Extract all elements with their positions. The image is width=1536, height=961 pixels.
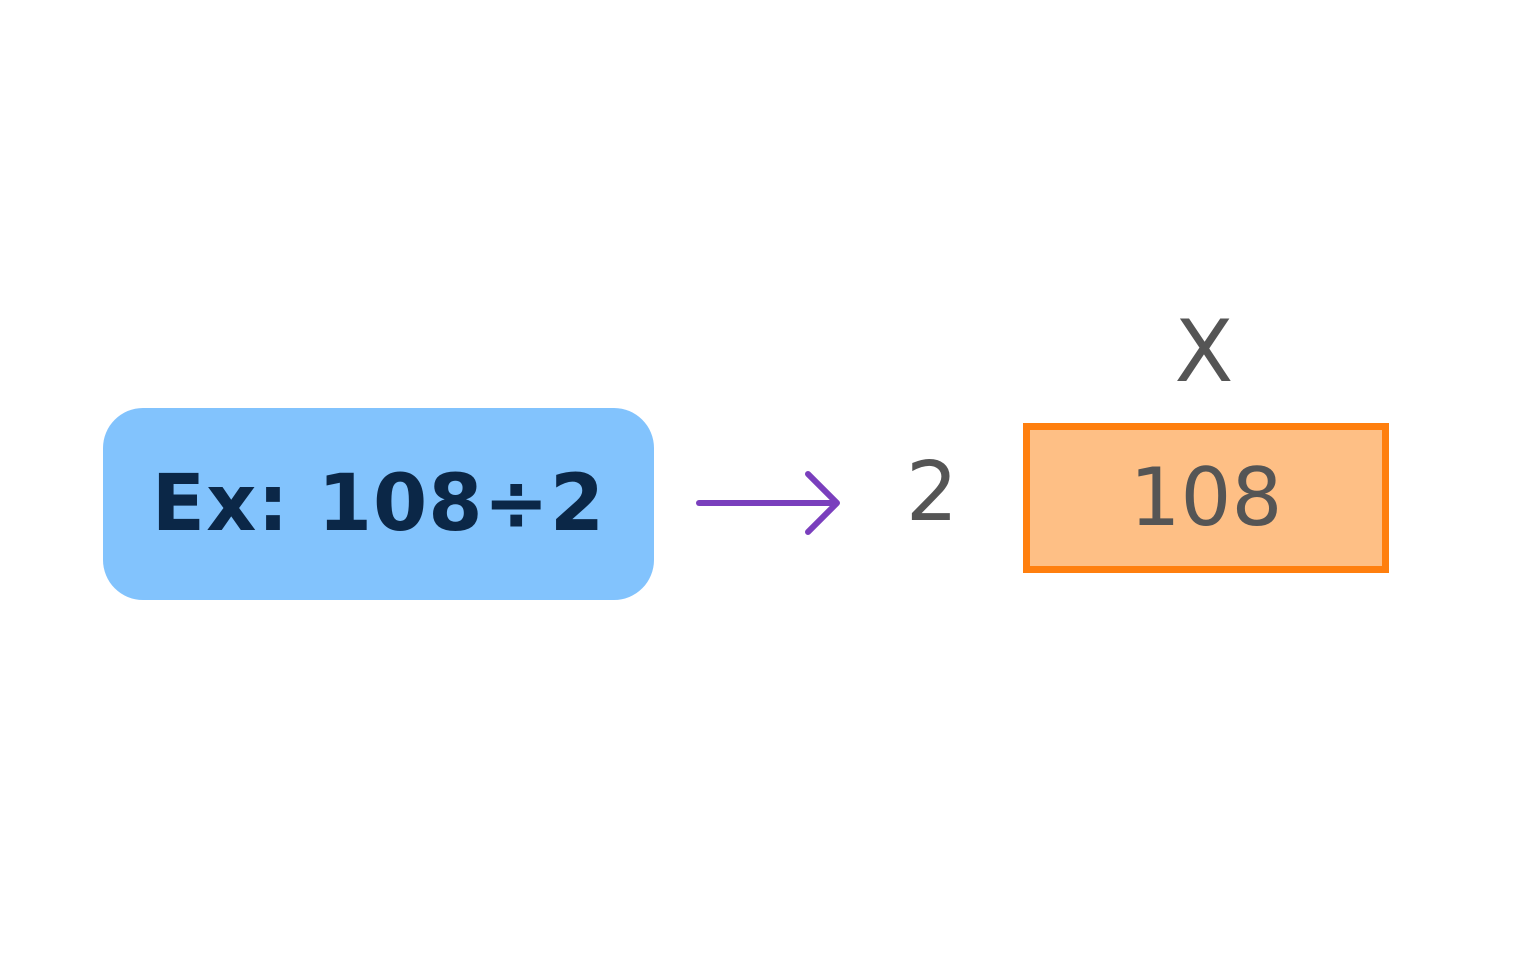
- example-label-box: Ex: 108÷2: [103, 408, 654, 600]
- dividend-number: 108: [1129, 451, 1283, 544]
- quotient-placeholder: X: [1174, 302, 1234, 402]
- dividend-box: 108: [1023, 423, 1389, 573]
- example-expression: Ex: 108÷2: [151, 459, 606, 549]
- arrow-head: [805, 471, 840, 535]
- divisor-number: 2: [905, 445, 959, 540]
- right-arrow-icon: [696, 471, 840, 535]
